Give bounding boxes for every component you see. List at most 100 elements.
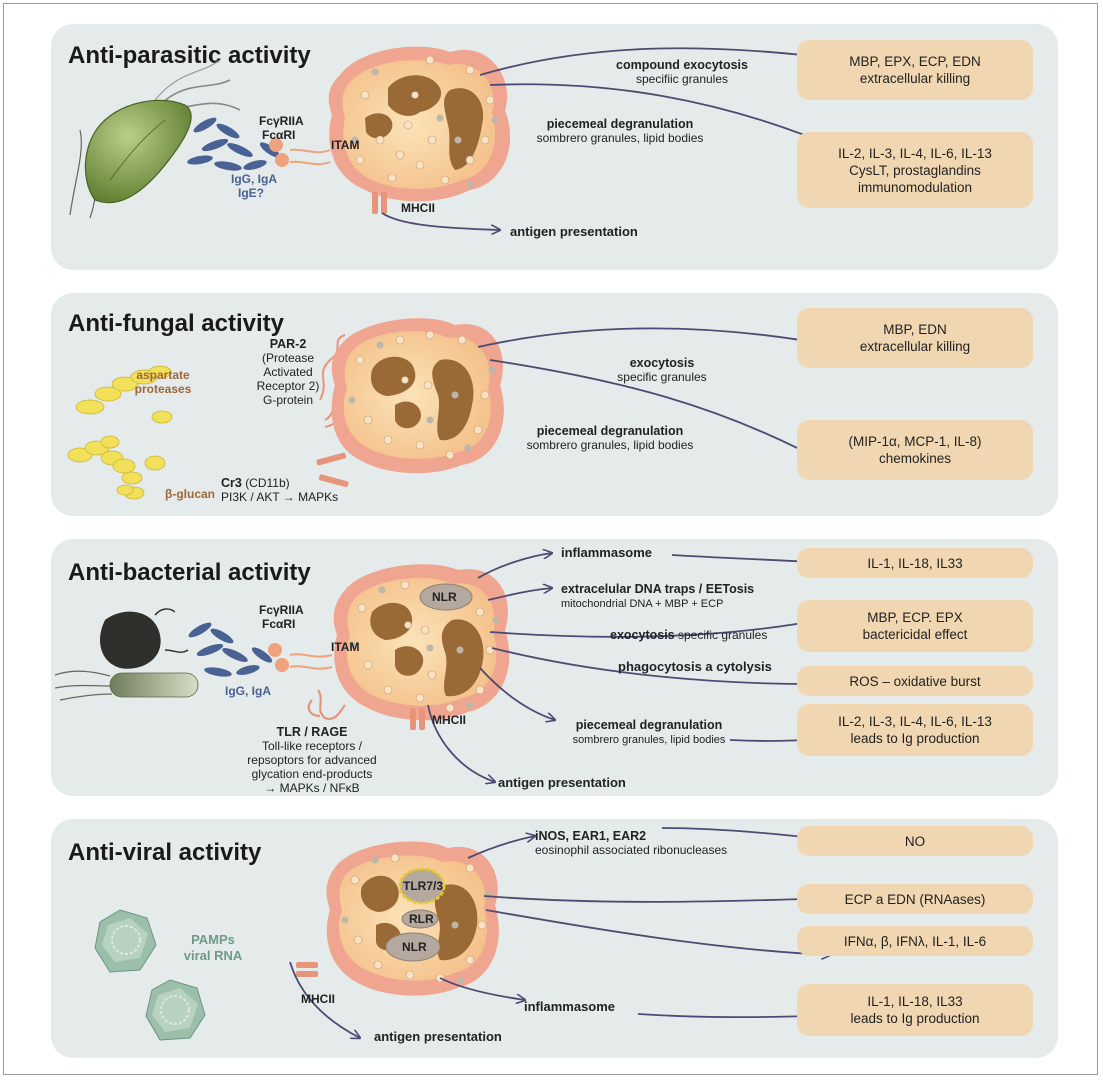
box-line: immunomodulation [857, 179, 973, 195]
route-antigen-presentation: antigen presentation [374, 1029, 502, 1044]
box-line: leads to Ig production [850, 1011, 980, 1026]
outcome-box-chemokines: (MIP-1α, MCP-1, IL-8) chemokines [797, 420, 1033, 480]
route-title: iNOS, EAR1, EAR2 [535, 829, 647, 843]
route-title: piecemeal degranulation [546, 117, 694, 131]
label-line: Toll-like receptors / [261, 739, 363, 753]
box-line: ECP a EDN (RNAases) [844, 891, 986, 907]
box-line: extracellular killing [859, 339, 971, 354]
box-line: NO [904, 833, 926, 849]
eosinophil-cell-bacterial [333, 564, 510, 721]
outcome-box-immunomodulation: IL-2, IL-3, IL-4, IL-6, IL-13 CysLT, pro… [797, 132, 1033, 208]
box-line: CysLT, prostaglandins [849, 162, 981, 178]
nlr-label: NLR [402, 940, 427, 954]
antibodies-label: IgG, IgA [225, 684, 271, 698]
figure-frame [3, 3, 1098, 1075]
label-line: viral RNA [183, 948, 243, 963]
panel-title: Anti-fungal activity [68, 310, 285, 337]
box-line: IL-2, IL-3, IL-4, IL-6, IL-13 [838, 145, 992, 161]
label-line: Receptor 2) [256, 379, 320, 393]
box-line: IFNα, β, IFNλ, IL-1, IL-6 [843, 933, 987, 949]
aspartate-proteases-label: aspartate proteases [133, 368, 193, 396]
route-subtitle: mitochondrial DNA + MBP + ECP [561, 598, 724, 610]
route-compound-exocytosis: compound exocytosis specifiic granules [612, 58, 752, 86]
label-line: aspartate [136, 368, 190, 382]
fc-receptors-bacterial [268, 643, 333, 672]
cr3-label: Cr3 (CD11b) PI3K / AKT → MAPKs [221, 476, 338, 504]
fc-alpha-receptor-label: FcαRI [262, 128, 296, 142]
route-title: piecemeal degranulation [575, 718, 723, 732]
label-line: → MAPKs / NFκB [264, 781, 360, 795]
label-title: Cr3 [221, 476, 242, 490]
box-line: MBP, ECP. EPX [867, 610, 963, 625]
rlr-label: RLR [409, 912, 434, 926]
box-line: IL-1, IL-18, IL33 [867, 994, 963, 1009]
label-line: repsoptors for advanced [247, 753, 377, 767]
parasite-illustration [69, 59, 241, 219]
box-line: bactericidal effect [862, 627, 968, 642]
route-inflammasome: inflammasome [524, 999, 616, 1014]
virus-illustration [94, 909, 206, 1041]
box-line: IL-1, IL-18, IL33 [867, 555, 963, 571]
outcome-box-viral-ig-production: IL-1, IL-18, IL33 leads to Ig production [797, 984, 1033, 1036]
outcome-box-fungal-killing: MBP, EDN extracellular killing [797, 308, 1033, 368]
beta-glucan-label: β-glucan [165, 487, 215, 501]
nlr-label: NLR [432, 590, 457, 604]
label-line: Activated [263, 365, 313, 379]
fc-gamma-receptor-label: FcγRIIA [259, 603, 304, 617]
route-subtitle: eosinophil associated ribonucleases [535, 843, 728, 857]
antibodies-bacterial [188, 622, 273, 677]
box-line: MBP, EDN [883, 322, 947, 337]
mhcii-label: MHCII [432, 713, 466, 727]
label-title: TLR / RAGE [276, 725, 348, 739]
itam-label: ITAM [331, 640, 360, 654]
mhcii-parasitic [372, 192, 387, 214]
panel-title: Anti-parasitic activity [68, 42, 311, 69]
route-title: compound exocytosis [616, 58, 748, 72]
par2-label: PAR-2 (Protease Activated Receptor 2) G-… [249, 337, 327, 407]
eosinophil-cell-viral [326, 841, 499, 996]
label-line: PI3K / AKT → MAPKs [221, 490, 339, 504]
panel-title: Anti-bacterial activity [68, 559, 311, 586]
route-subtitle: specific granules [677, 628, 768, 642]
tlr-rage-receptor [307, 689, 346, 720]
route-inflammasome: inflammasome [561, 545, 653, 560]
box-line: (MIP-1α, MCP-1, IL-8) [848, 434, 982, 449]
cr3-receptor [316, 452, 349, 488]
outcome-box-ros: ROS – oxidative burst [797, 666, 1033, 696]
route-subtitle: specific granules [617, 370, 707, 384]
route-subtitle: specifiic granules [635, 72, 729, 86]
arrows-fungal [477, 327, 830, 465]
outcome-box-extracellular-killing: MBP, EPX, ECP, EDN extracellular killing [797, 40, 1033, 100]
label-line: glycation end-products [251, 767, 373, 781]
label-paren: (CD11b) [245, 476, 290, 490]
route-subtitle: sombrero granules, lipid bodies [572, 734, 726, 746]
pamps-label: PAMPs viral RNA [178, 932, 248, 964]
box-line: chemokines [878, 451, 952, 466]
route-eetosis: extracelular DNA traps / EETosis mitocho… [561, 582, 754, 611]
panel-title: Anti-viral activity [68, 839, 262, 866]
label-line: PAMPs [191, 932, 235, 947]
route-exocytosis-bacterial: exocytosis specific granules [610, 628, 767, 642]
antibodies-parasitic [187, 117, 281, 171]
fungus-beta-glucan [67, 435, 166, 500]
label-line: (Protease [261, 351, 315, 365]
box-line: MBP, EPX, ECP, EDN [849, 54, 981, 69]
tlr73-label: TLR7/3 [403, 879, 444, 893]
mhcii-bacterial [410, 708, 425, 730]
tlr-rage-label: TLR / RAGE Toll-like receptors / repsopt… [244, 725, 380, 795]
outcome-box-rnaases: ECP a EDN (RNAases) [797, 884, 1033, 914]
label-title: PAR-2 [269, 337, 307, 351]
route-antigen-presentation: antigen presentation [510, 224, 638, 239]
box-line: extracellular killing [859, 71, 971, 86]
outcome-box-interleukins: IL-1, IL-18, IL33 [797, 548, 1033, 578]
fungus-aspartate-proteases [75, 365, 173, 424]
outcome-box-ig-production: IL-2, IL-3, IL-4, IL-6, IL-13 leads to I… [797, 704, 1033, 756]
route-subtitle: sombrero granules, lipid bodies [536, 131, 704, 145]
outcome-box-bactericidal: MBP, ECP. EPX bactericidal effect [797, 600, 1033, 652]
label-line: G-protein [262, 393, 314, 407]
fc-gamma-receptor-label: FcγRIIA [259, 114, 304, 128]
mhcii-label: MHCII [301, 992, 335, 1006]
arrows-parasitic [381, 47, 830, 230]
route-piecemeal-bacterial: piecemeal degranulation sombrero granule… [560, 718, 738, 747]
